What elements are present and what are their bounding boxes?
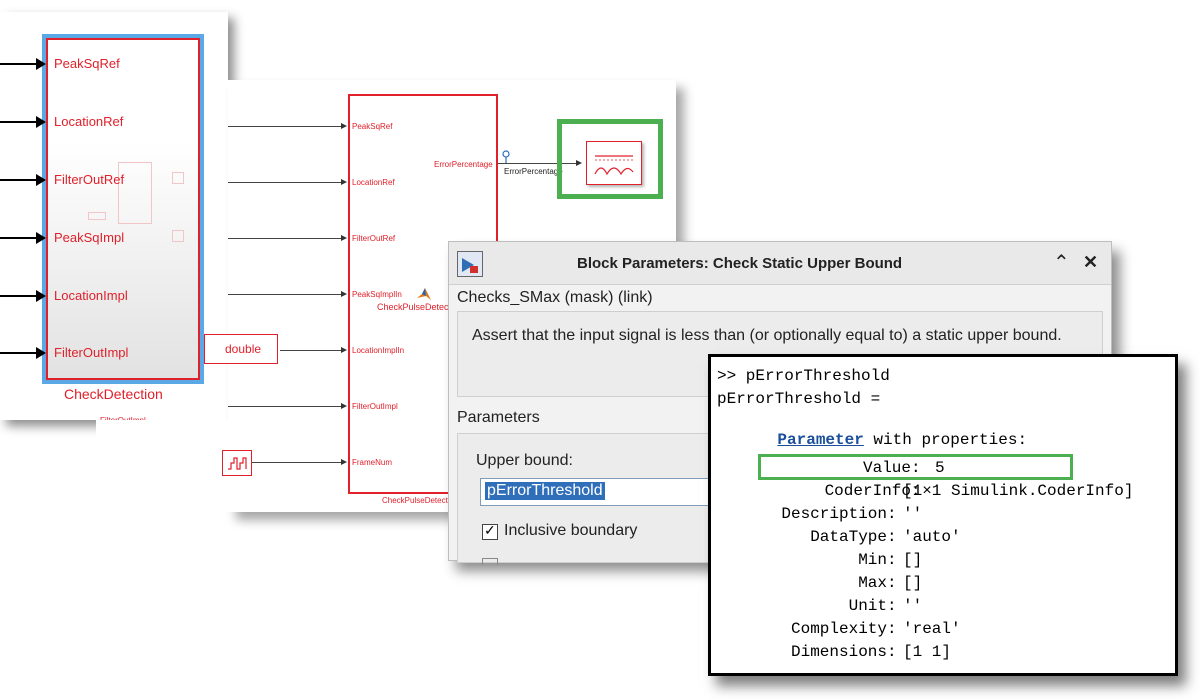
upper-bound-icon xyxy=(594,155,634,176)
staircase-icon xyxy=(228,457,247,470)
frame-counter-block[interactable] xyxy=(222,450,252,476)
dialog-titlebar[interactable]: Block Parameters: Check Static Upper Bou… xyxy=(449,242,1111,285)
signal-logging-icon xyxy=(502,150,510,163)
mask-link-label[interactable]: Checks_SMax (mask) (link) xyxy=(457,289,653,306)
signal-arrow xyxy=(341,291,347,297)
pulse-port-label: LocationImplIn xyxy=(352,346,405,355)
close-button[interactable]: ✕ xyxy=(1083,252,1099,272)
inclusive-boundary-label: Inclusive boundary xyxy=(504,522,638,539)
block-name-label: CheckDetection xyxy=(64,386,163,402)
description-text: Assert that the input signal is less tha… xyxy=(472,327,1062,344)
input-line-3 xyxy=(0,179,38,181)
input-arrow-6 xyxy=(36,347,46,359)
prop-name: Min xyxy=(858,551,887,569)
signal-line xyxy=(228,294,342,295)
simulink-logo-icon xyxy=(462,258,478,273)
prop-name: Unit xyxy=(848,597,887,615)
signal-arrow xyxy=(341,403,347,409)
pulse-port-label: PeakSqRef xyxy=(352,122,393,131)
prop-value: [1×1 Simulink.CoderInfo] xyxy=(903,482,1134,500)
dialog-title: Block Parameters: Check Static Upper Bou… xyxy=(577,255,903,272)
input-arrow-2 xyxy=(36,116,46,128)
pulse-port-label: LocationRef xyxy=(352,178,395,187)
pulse-inner-label: CheckPulseDetection xyxy=(377,302,464,312)
port-label: LocationRef xyxy=(54,114,124,129)
signal-arrow xyxy=(341,459,347,465)
port-label: FilterOutImpl xyxy=(54,345,129,360)
port-label: FilterOutRef xyxy=(54,172,125,187)
prop-name: Max xyxy=(858,574,887,592)
double-label: double xyxy=(225,342,262,356)
parameter-class-link[interactable]: Parameter xyxy=(777,431,864,449)
prop-name: Dimensions xyxy=(790,643,887,661)
pulse-port-label: FilterOutImpl xyxy=(352,402,398,411)
port-label: PeakSqRef xyxy=(54,56,120,71)
command-prompt: >> pErrorThreshold xyxy=(717,367,890,385)
error-signal-label: ErrorPercentage xyxy=(504,167,563,176)
signal-line xyxy=(228,238,342,239)
pulse-port-label: FilterOutRef xyxy=(352,234,396,243)
pulse-port-label: PeakSqImplIn xyxy=(352,290,402,299)
check-detection-block[interactable] xyxy=(42,34,204,384)
input-arrow-5 xyxy=(36,290,46,302)
prop-value: [] xyxy=(903,551,923,569)
signal-line xyxy=(228,406,342,407)
signal-arrow xyxy=(341,347,347,353)
port-label: PeakSqImpl xyxy=(54,230,125,245)
pulse-block-name: CheckPulseDetection xyxy=(382,496,459,505)
prop-value: [] xyxy=(903,574,923,592)
prop-name: CoderInfo xyxy=(824,482,911,500)
signal-line xyxy=(228,182,342,183)
prop-name: Complexity xyxy=(790,620,887,638)
signal-arrow xyxy=(341,179,347,185)
prop-name: Description xyxy=(781,505,887,523)
input-line-5 xyxy=(0,295,38,297)
signal-line xyxy=(228,126,342,127)
prop-value: [1 1] xyxy=(903,643,952,661)
value-highlight xyxy=(758,454,1073,480)
input-line-6 xyxy=(0,352,38,354)
command-window-output: >> pErrorThreshold pErrorThreshold = Par… xyxy=(708,354,1178,676)
prop-value: '' xyxy=(903,505,923,523)
parameters-heading: Parameters xyxy=(457,409,540,426)
pulse-output-label: ErrorPercentage xyxy=(434,160,493,169)
prop-value: 'auto' xyxy=(903,528,961,546)
class-suffix: with properties: xyxy=(863,431,1028,449)
upper-bound-label: Upper bound: xyxy=(476,452,573,469)
inclusive-boundary-checkbox[interactable]: ✓ xyxy=(482,522,498,540)
collapse-button[interactable]: ⌃ xyxy=(1053,252,1070,274)
input-line-1 xyxy=(0,63,38,65)
signal-line xyxy=(252,462,342,463)
green-highlight-block xyxy=(557,119,663,199)
input-line-2 xyxy=(0,121,38,123)
signal-line xyxy=(280,350,342,351)
input-arrow-1 xyxy=(36,58,46,70)
prop-name: DataType xyxy=(810,528,887,546)
error-signal-arrow xyxy=(576,160,582,166)
prop-name: Value xyxy=(862,459,911,477)
left-canvas: PeakSqRef LocationRef FilterOutRef PeakS… xyxy=(0,12,228,425)
port-label: LocationImpl xyxy=(54,288,128,303)
input-arrow-4 xyxy=(36,232,46,244)
input-arrow-3 xyxy=(36,174,46,186)
simulink-app-icon xyxy=(457,251,483,277)
signal-arrow xyxy=(341,123,347,129)
prop-value: 'real' xyxy=(903,620,961,638)
upper-bound-value: pErrorThreshold xyxy=(485,482,605,500)
check-static-upper-bound-block[interactable] xyxy=(586,141,642,185)
double-convert-block[interactable]: double xyxy=(204,334,278,364)
pulse-port-label: FrameNum xyxy=(352,458,393,467)
error-signal-line xyxy=(498,163,576,164)
checkmark-icon: ✓ xyxy=(484,522,496,538)
upper-bound-input[interactable]: pErrorThreshold xyxy=(480,478,710,506)
command-assign: pErrorThreshold = xyxy=(717,390,881,408)
prop-value: 5 xyxy=(935,459,945,477)
prop-value: '' xyxy=(903,597,923,615)
matlab-function-icon xyxy=(417,288,431,300)
input-line-4 xyxy=(0,237,38,239)
signal-arrow xyxy=(341,235,347,241)
